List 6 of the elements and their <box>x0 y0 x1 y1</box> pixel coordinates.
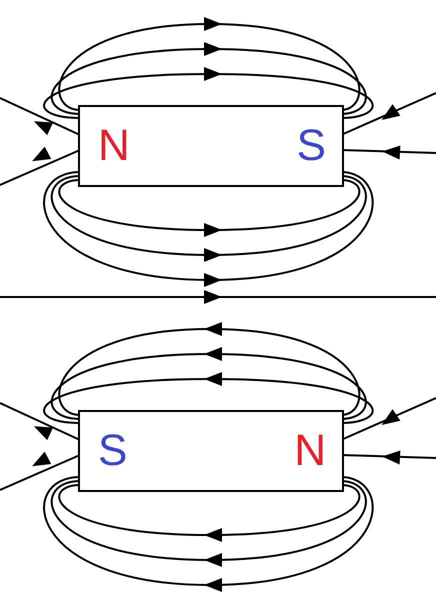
bar-magnet <box>78 105 344 187</box>
bar-magnet <box>78 410 344 492</box>
pole-label: S <box>98 429 128 473</box>
pole-label: S <box>296 124 326 168</box>
pole-label: N <box>294 429 326 473</box>
pole-label: N <box>98 124 130 168</box>
